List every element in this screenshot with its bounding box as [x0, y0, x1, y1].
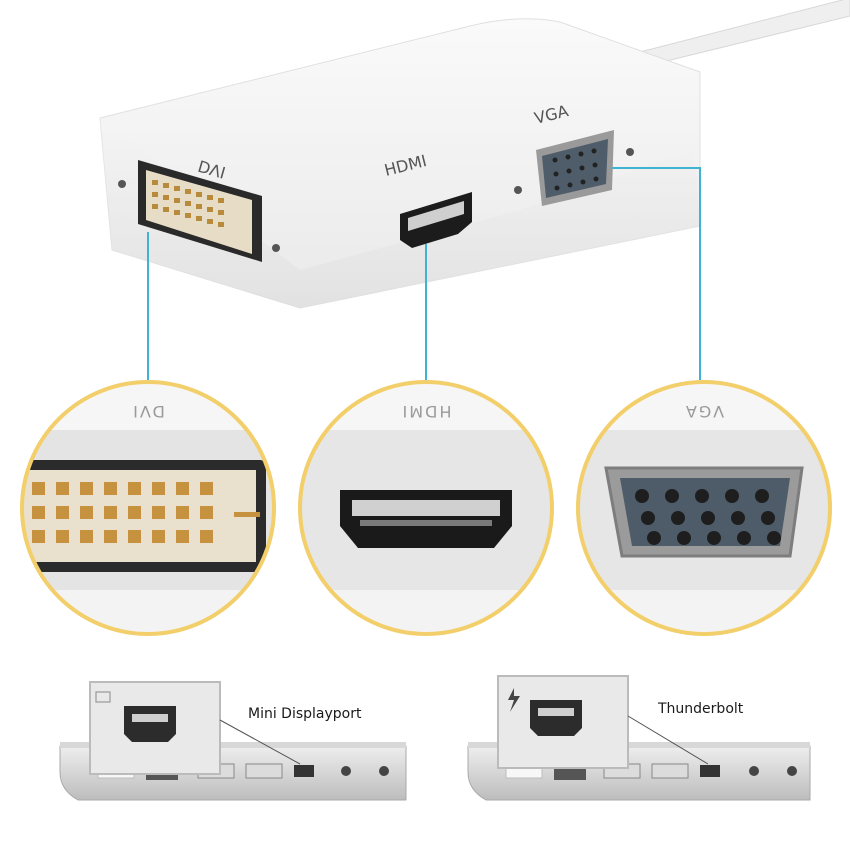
laptop-mini-displayport [59, 681, 407, 801]
adapter-dvi-port [118, 160, 280, 262]
zoom-hdmi: HDMI [298, 380, 554, 636]
adapter-vga-port [514, 130, 634, 206]
zoom-label-vga: VGA [684, 402, 724, 421]
zoom-label-dvi: DVI [131, 402, 165, 421]
leader-lines [147, 167, 701, 384]
zoom-dvi: DVI [20, 380, 276, 636]
zoom-label-hdmi: HDMI [401, 402, 452, 421]
caption-mini-displayport: Mini Displayport [248, 706, 362, 722]
zoom-vga: VGA [576, 380, 832, 636]
thunderbolt-icon [508, 688, 520, 712]
laptop-thunderbolt [467, 675, 811, 801]
caption-thunderbolt: Thunderbolt [658, 701, 744, 717]
adapter-hdmi-port [400, 192, 472, 248]
